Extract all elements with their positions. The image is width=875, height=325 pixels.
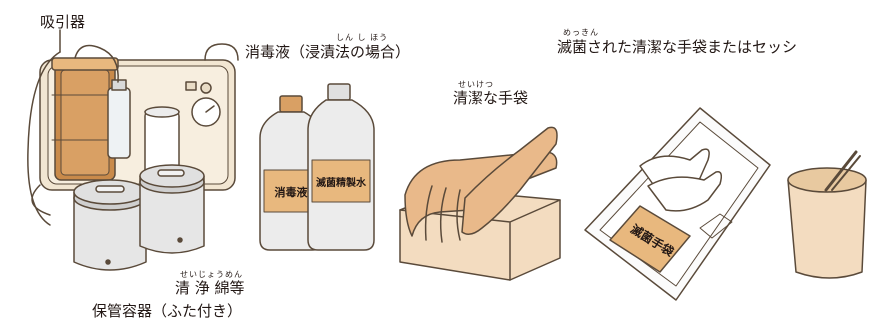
clean-gloves-label: 清潔な手袋 (453, 89, 529, 107)
sterile-water-bottle-label: 滅菌精製水 (316, 176, 367, 189)
disinfectant-ruby: しん し ほう (336, 33, 389, 42)
storage-container-small (139, 164, 205, 254)
storage-label: 保管容器（ふた付き） (92, 302, 243, 320)
sterile-water-bottle (307, 83, 375, 251)
cotton-label: 清 浄 綿等 (175, 279, 245, 297)
cotton-ruby: せいじょうめん (180, 270, 243, 279)
disinfectant-label: 消毒液（浸漬法の場合） (245, 43, 411, 61)
tweezer-cup (787, 150, 867, 279)
clean-gloves-ruby: せいけつ (458, 80, 494, 89)
sterile-package (584, 107, 771, 301)
suction-device (27, 29, 239, 226)
sterile-label: 滅菌された清潔な手袋またはセッシ (557, 38, 798, 56)
clean-gloves (404, 126, 558, 243)
suction-label: 吸引器 (40, 13, 86, 31)
storage-container-large (73, 179, 147, 271)
disinfectant-bottle-label: 消毒液 (275, 185, 309, 199)
sterile-ruby: めっきん (563, 28, 599, 37)
